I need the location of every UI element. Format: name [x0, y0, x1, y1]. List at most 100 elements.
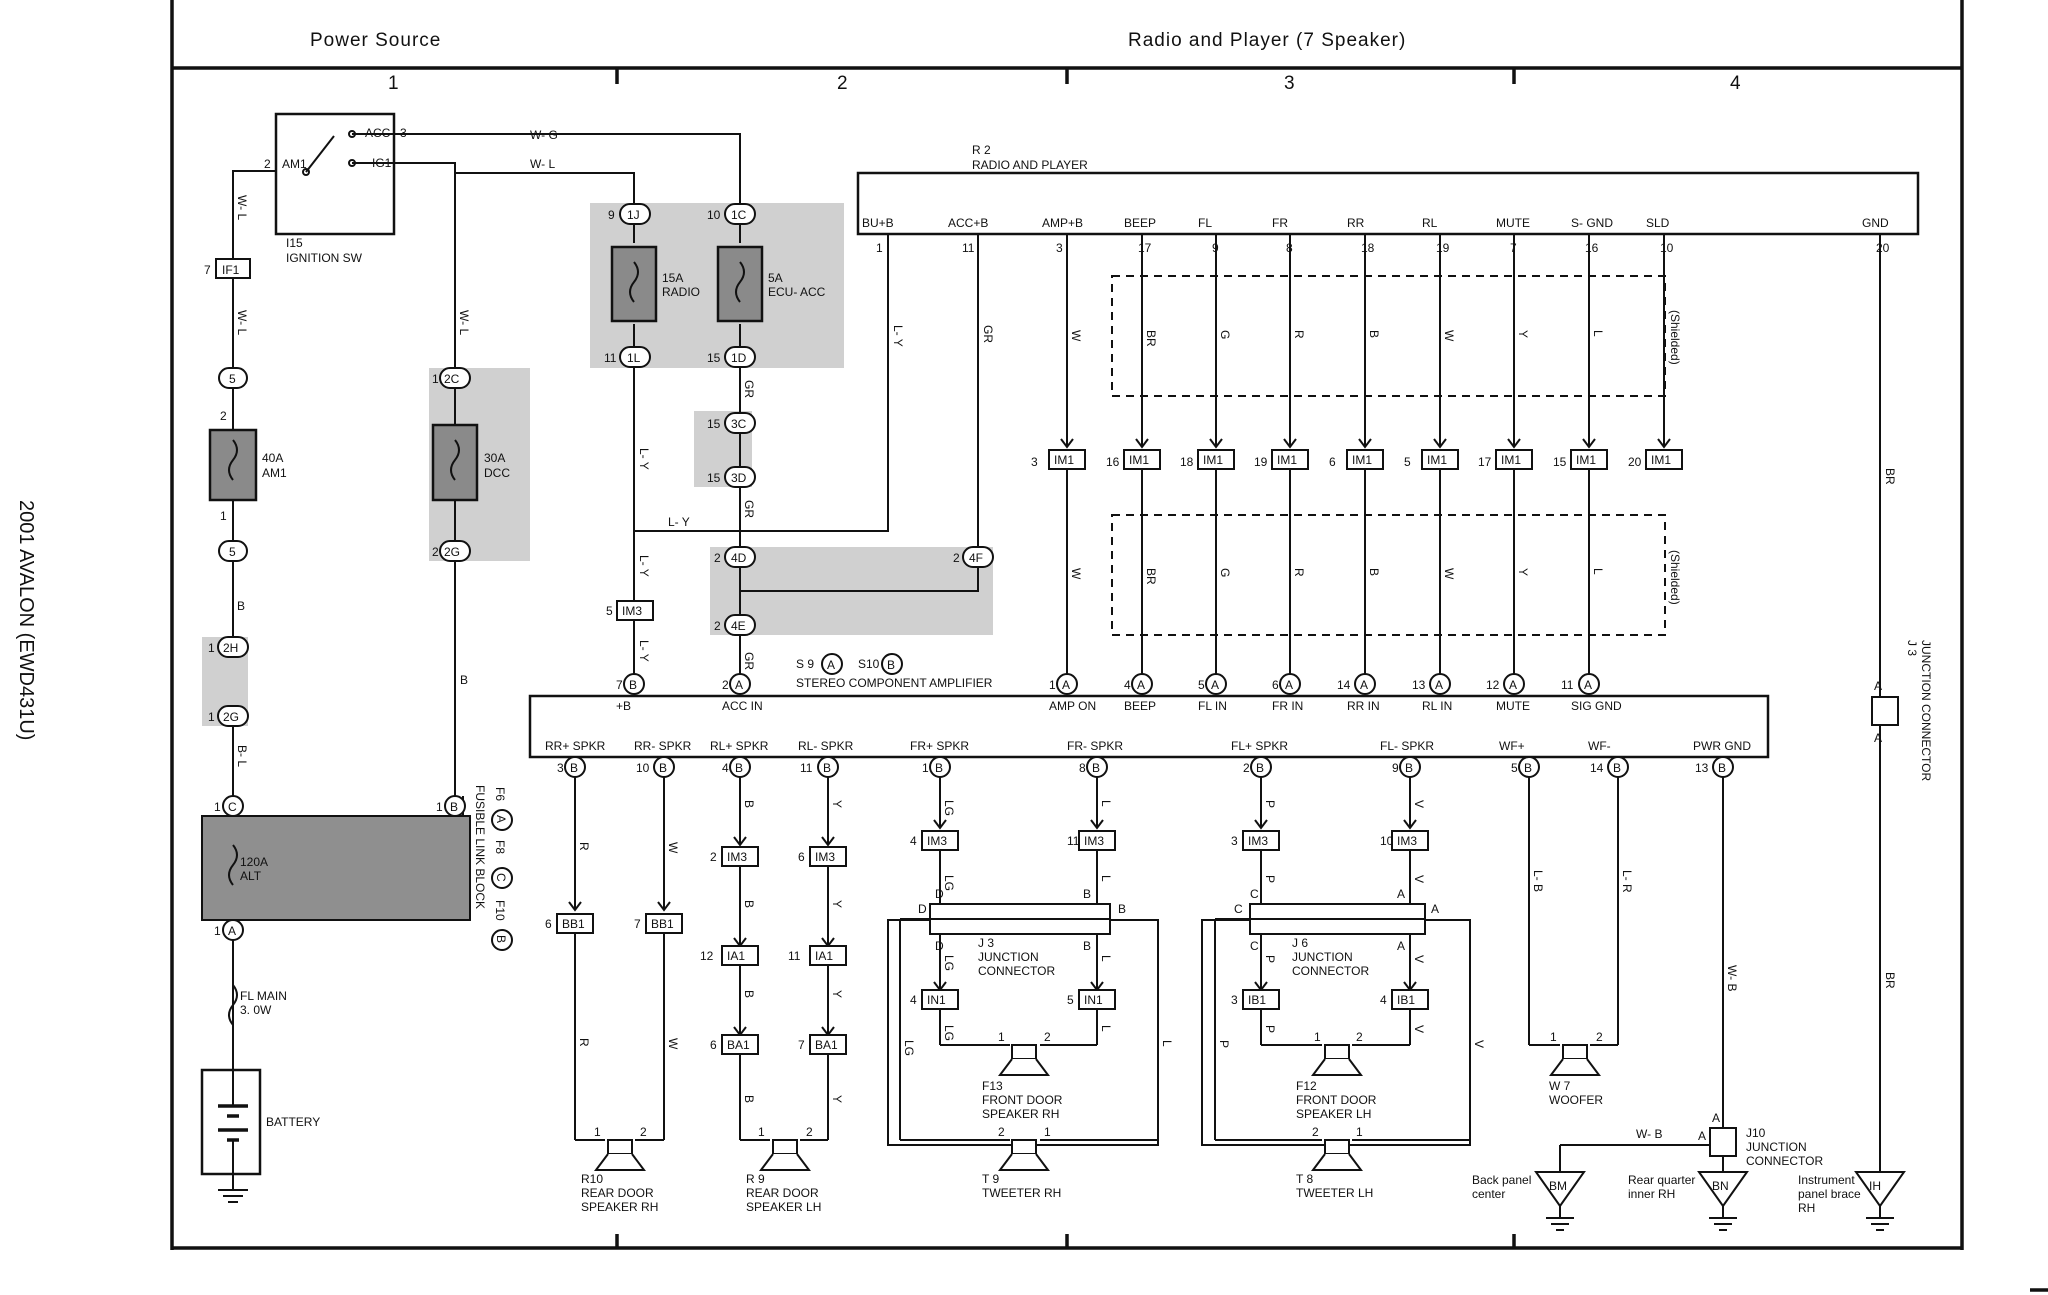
arrow-marker: [1582, 438, 1596, 449]
if1-pin: 7: [204, 263, 211, 277]
tweeter-lh-wire: P: [1217, 1040, 1231, 1048]
ground-ih-desc: Instrument: [1798, 1173, 1855, 1187]
amp-bottom-pin-label: FR- SPKR: [1067, 739, 1123, 753]
amp-top-pin: [1279, 673, 1301, 695]
pwr-gnd-wire: W- B: [1725, 965, 1739, 991]
radio-pin-label: S- GND: [1571, 216, 1613, 230]
amp-bottom-pin-label: WF-: [1588, 739, 1611, 753]
amp-bottom-pin-label: RR+ SPKR: [545, 739, 606, 753]
radio-pin-label: GND: [1862, 216, 1889, 230]
im3-rl-connector-label: IM3: [815, 850, 835, 864]
fl-pin-a: [222, 919, 244, 941]
fusible-link-block-label: FUSIBLE LINK BLOCK: [473, 785, 487, 909]
connector-4d-label: 4D: [731, 551, 747, 565]
amp-top-pin-letter: A: [1211, 678, 1219, 692]
f8-pin: [491, 867, 513, 889]
amp-top-pin-number: 11: [1561, 678, 1574, 692]
amp-s10-pin: [881, 653, 903, 675]
rl-wire-color: B: [742, 800, 756, 808]
shielded-label-bottom: (Shielded): [1668, 550, 1682, 605]
battery-cells: [218, 1070, 248, 1203]
im1-connector: [1495, 449, 1533, 470]
amp-bottom-pin-number: 4: [722, 761, 729, 775]
r9-name-b: SPEAKER LH: [746, 1200, 821, 1214]
j6-pin: C: [1250, 939, 1259, 953]
battery: [200, 1068, 262, 1176]
rl-wire-color-4: B: [742, 1095, 756, 1103]
connector-4f: [962, 546, 994, 568]
radio-wire-color: L: [1591, 330, 1605, 337]
column-number-4: 4: [1730, 73, 1741, 94]
ground-bm-desc: Back panel: [1472, 1173, 1531, 1187]
fl-pin-c-num: 1: [214, 800, 221, 814]
amp-top-pin: [729, 673, 751, 695]
wire-label-wl-left2: W- L: [235, 310, 249, 335]
connector-2g-label: 2G: [444, 545, 460, 559]
am1-fuse: [208, 428, 258, 502]
tweeter-rh-wire-l: L: [1160, 1040, 1174, 1047]
wire-label-gr-3: GR: [742, 652, 756, 670]
amp-bottom-pin-letter: B: [1256, 761, 1264, 775]
im1-pin-number: 3: [1031, 455, 1038, 469]
fl-main-name: FL MAIN: [240, 989, 287, 1003]
fl-wire-color-4: V: [1412, 1025, 1426, 1033]
radio-gnd-color-lower: BR: [1883, 972, 1897, 989]
amp-wire-color: L: [1591, 568, 1605, 575]
radio-pin-label: MUTE: [1496, 216, 1530, 230]
c2h-pin: 1: [208, 641, 215, 655]
connector-4d: [724, 546, 756, 568]
t9-speaker-body: [1011, 1139, 1037, 1155]
amp-bottom-pin-number: 9: [1392, 761, 1399, 775]
t8-pin: 1: [1356, 1125, 1363, 1139]
arrow-marker: [1283, 438, 1297, 449]
amp-wire-color: BR: [1144, 568, 1158, 585]
column-number-3: 3: [1284, 73, 1295, 94]
amp-top-pin-letter: A: [1062, 678, 1070, 692]
amp-bottom-pin-label: FL- SPKR: [1380, 739, 1434, 753]
ba1-connector-label: BA1: [727, 1038, 750, 1052]
connector-2c: [439, 367, 471, 389]
f12-pin: 1: [1314, 1030, 1321, 1044]
shielded-box-top: [1111, 275, 1666, 397]
amp-wire-color: Y: [1516, 568, 1530, 576]
wire-label-ly-mid: L- Y: [668, 515, 690, 529]
connector-2g: [439, 540, 471, 562]
ia1-connector-label: IA1: [727, 949, 745, 963]
ecu-acc-fuse: [716, 245, 764, 323]
amp-top-pin-label: FR IN: [1272, 699, 1303, 713]
amp-top-pin: [1578, 673, 1600, 695]
connector-1c-label: 1C: [731, 208, 747, 222]
ground-ih-desc: RH: [1798, 1201, 1815, 1215]
arrow-marker: [1209, 438, 1223, 449]
wire-label-gr-2: GR: [742, 500, 756, 518]
ecu-acc-fuse-rating: 5A: [768, 271, 783, 285]
im1-connector: [1197, 449, 1235, 470]
header-power-source: Power Source: [310, 30, 441, 51]
bb1-pin: 6: [545, 917, 552, 931]
j10-name-a: JUNCTION: [1746, 1140, 1807, 1154]
wire-label-ly-radio: L- Y: [637, 448, 651, 470]
fl-wire-color-2: P: [1263, 875, 1277, 883]
dcc-fuse-name: DCC: [484, 466, 510, 480]
im3-top-label: IM3: [622, 604, 642, 618]
fl-wire-color-3: V: [1412, 955, 1426, 963]
t9-speaker-cone: [998, 1153, 1050, 1171]
radio-wire-color: Y: [1516, 330, 1530, 338]
amp-bottom-pin-label: FL+ SPKR: [1231, 739, 1288, 753]
r9-pin: 1: [758, 1125, 765, 1139]
im1-pin-number: 17: [1478, 455, 1492, 469]
f12-speaker-cone: [1311, 1058, 1363, 1076]
shielded-box-bottom: [1111, 514, 1666, 636]
amp-top-pin: [623, 673, 645, 695]
radio-name: RADIO AND PLAYER: [972, 158, 1088, 172]
shaded-areas: [202, 203, 993, 726]
radio-pin-label: FR: [1272, 216, 1288, 230]
fl-pin-c: [222, 795, 244, 817]
amp-top-pin-letter: A: [735, 678, 743, 692]
radio-pin-number: 1: [876, 241, 883, 255]
arrow-marker: [1403, 819, 1417, 830]
fl-wire-color: P: [1263, 800, 1277, 808]
amp-top-pin-number: 6: [1272, 678, 1279, 692]
